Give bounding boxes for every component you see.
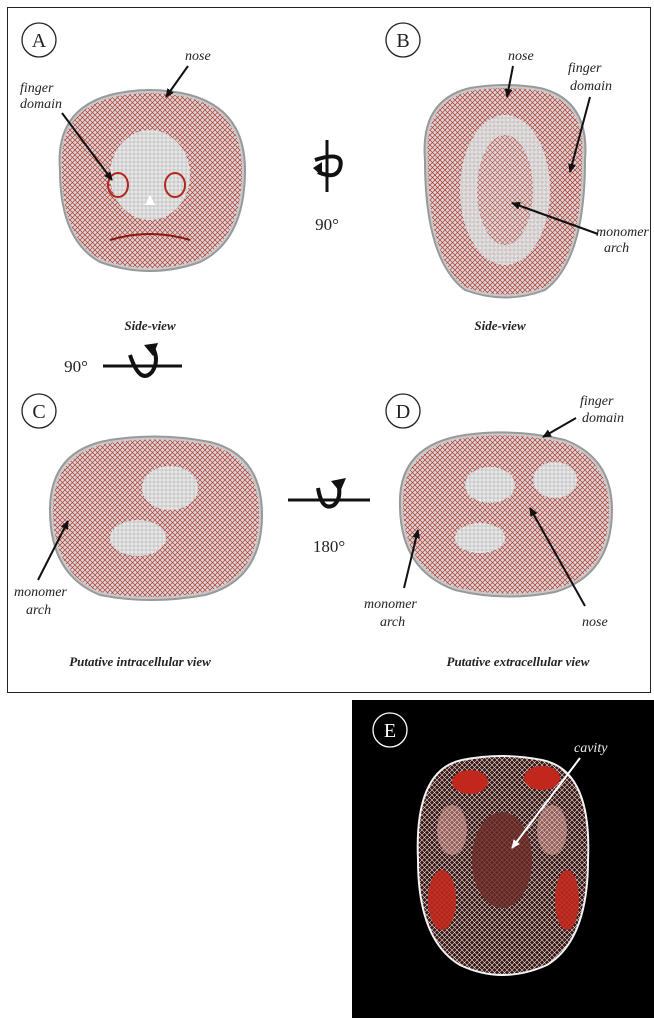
panel-b-letter: B — [396, 30, 409, 52]
panel-d-finger-label-2: domain — [582, 411, 624, 426]
panel-a-finger-label-2: domain — [20, 97, 62, 112]
panel-e-cavity-label: cavity — [574, 741, 608, 756]
panel-d-monomer-label-1: monomer — [364, 597, 417, 612]
panel-e-density-map — [418, 756, 589, 975]
panel-d-caption: Putative extracellular view — [447, 654, 590, 669]
panel-d-monomer-label-2: arch — [380, 615, 405, 630]
panel-d: D finger domain monomer arch nose Putati… — [364, 394, 624, 669]
panel-c-density-map — [50, 436, 262, 600]
rotation-ac-label: 90° — [64, 357, 88, 376]
panel-a-density-map — [60, 90, 245, 271]
panel-c-letter: C — [32, 401, 45, 423]
panel-a-finger-label-1: finger — [20, 81, 54, 96]
panel-e-canvas: E cavity — [352, 700, 654, 1018]
panel-c-caption: Putative intracellular view — [69, 654, 211, 669]
panel-d-finger-label-1: finger — [580, 394, 614, 409]
panel-b-monomer-label-1: monomer — [596, 225, 649, 240]
panel-b-monomer-label-2: arch — [604, 241, 629, 256]
panel-d-density-map — [400, 432, 612, 596]
panel-d-finger-arrow — [543, 418, 576, 437]
panel-b-finger-label-1: finger — [568, 61, 602, 76]
panel-b-density-map — [425, 85, 586, 298]
panel-c-monomer-label-1: monomer — [14, 585, 67, 600]
rotation-ac: 90° — [64, 343, 182, 376]
panel-a-letter: A — [32, 30, 47, 52]
panel-a-nose-label: nose — [185, 49, 211, 64]
panel-b-nose-label: nose — [508, 49, 534, 64]
panel-b-finger-label-2: domain — [570, 79, 612, 94]
panel-a-caption: Side-view — [124, 318, 176, 333]
panel-c-monomer-label-2: arch — [26, 603, 51, 618]
rotation-cd-label: 180° — [313, 537, 345, 556]
panel-d-letter: D — [396, 401, 410, 423]
rotation-ab-label: 90° — [315, 215, 339, 234]
panel-e-letter: E — [384, 720, 396, 742]
panel-d-nose-label: nose — [582, 615, 608, 630]
rotation-ab: 90° — [313, 140, 341, 234]
panel-b: B nose finger domain monomer arch Side-v… — [386, 23, 649, 333]
rotation-cd: 180° — [288, 478, 370, 556]
panel-a: A nose finger domain Side-view — [20, 23, 245, 333]
panel-e: E cavity — [352, 700, 654, 1018]
panel-b-caption: Side-view — [474, 318, 526, 333]
panel-c: C monomer arch Putative intracellular vi… — [14, 394, 262, 669]
